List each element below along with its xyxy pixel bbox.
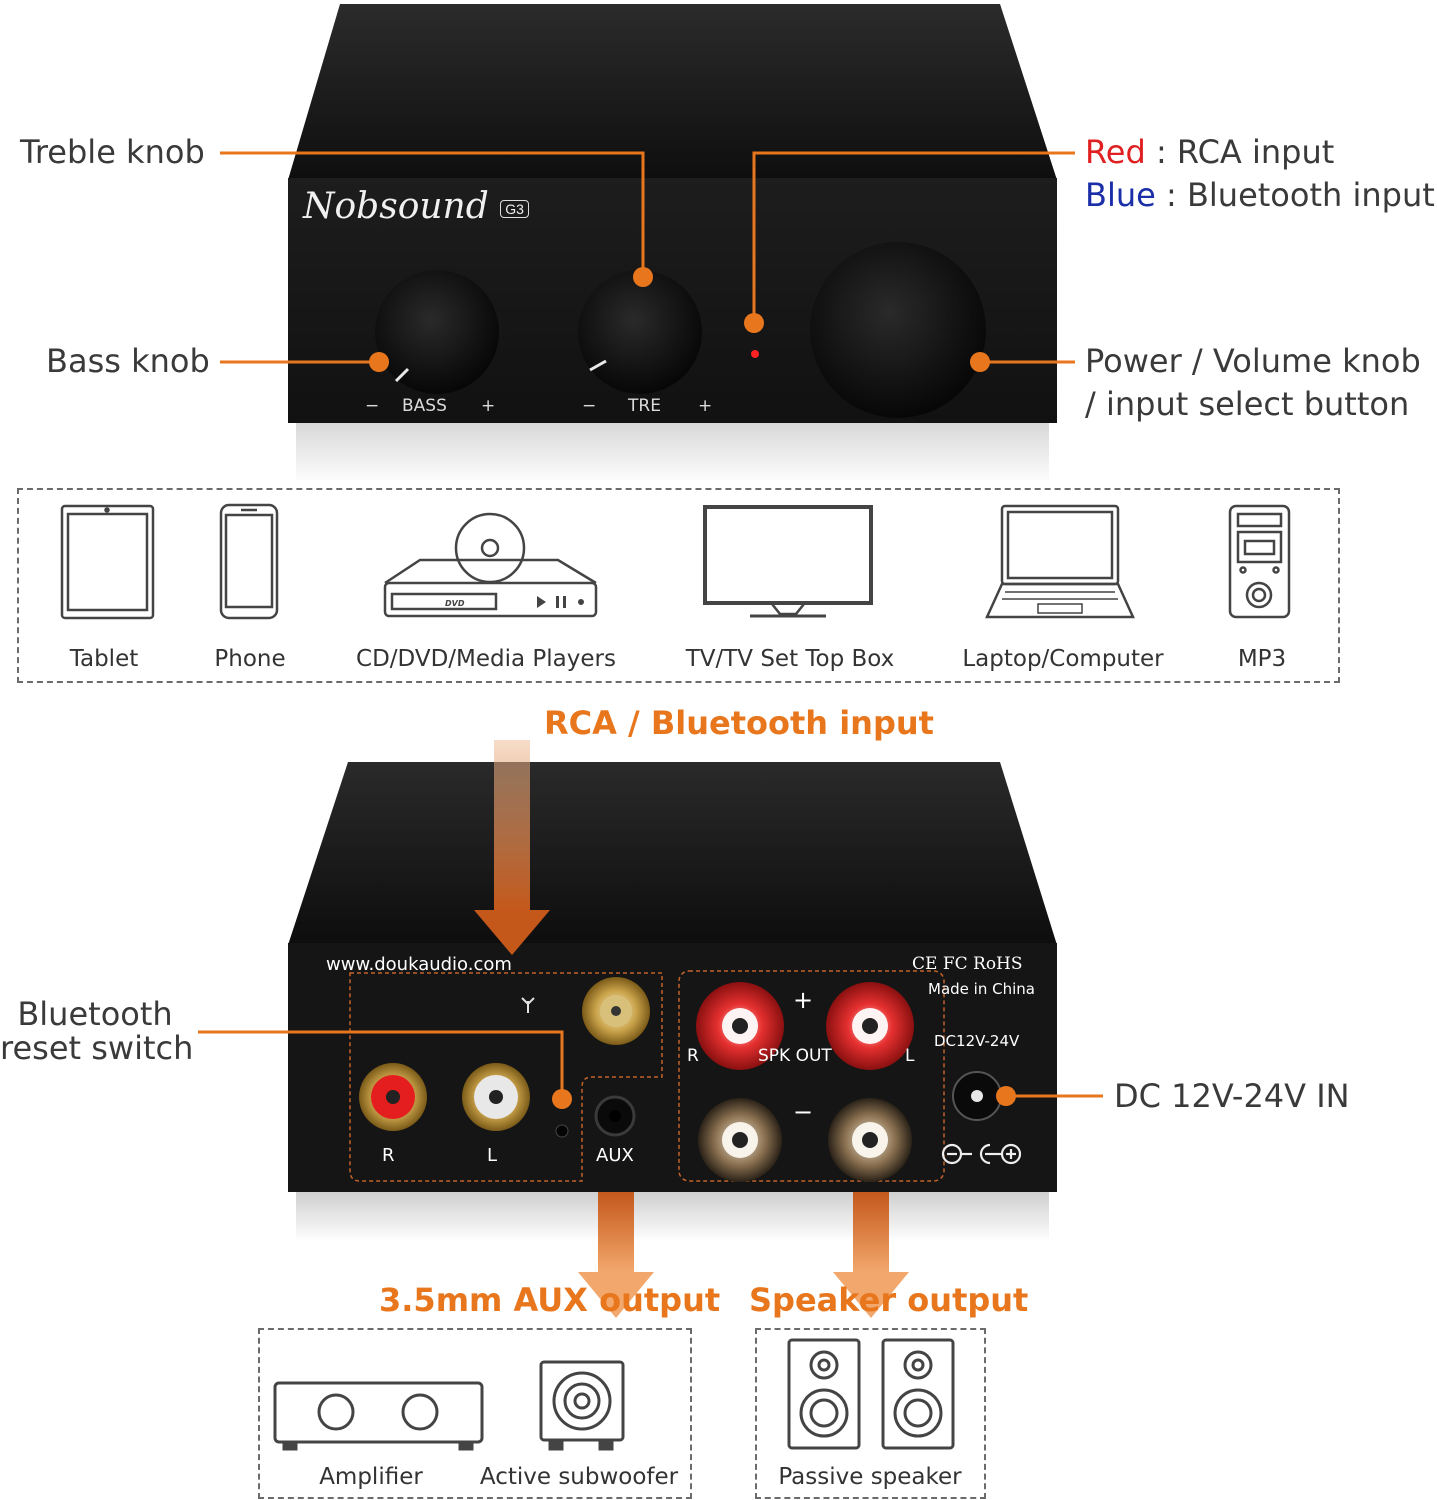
input-led-callout: Red : RCA input Blue : Bluetooth input [1085,131,1435,217]
power-callout-line1: Power / Volume knob [1085,342,1421,380]
laptop-icon [985,504,1135,619]
blue-description: : Bluetooth input [1155,176,1435,215]
aux-label: AUX [596,1145,634,1166]
dc-in-callout: DC 12V-24V IN [1114,1077,1350,1115]
spk-r-label: R [687,1046,699,1066]
spk-out-label: SPK OUT [758,1046,832,1066]
source-label-tablet: Tablet [69,646,139,672]
front-unit-graphic [288,4,1057,480]
rca-r-label: R [382,1145,395,1166]
dvd-player-icon [383,512,598,618]
dvd-text: DVD [445,599,465,608]
front-callout-lines [220,151,1075,372]
spk-l-label: L [905,1046,915,1066]
bass-knob-callout: Bass knob [46,342,210,380]
source-label-laptop: Laptop/Computer [962,646,1164,672]
spk-plus-label: + [793,986,814,1014]
treble-minus-mark: − [582,396,597,416]
brand-logo: Nobsound G3 [303,186,529,227]
red-word: Red [1085,133,1146,171]
bluetooth-reset-callout: Bluetooth reset switch [0,995,194,1067]
made-in-label: Made in China [928,980,1035,998]
passive-speaker-icon [787,1338,955,1450]
speaker-devices-box [755,1328,986,1499]
phone-icon [219,503,279,620]
rca-l-label: L [487,1145,498,1166]
power-callout-line2: / input select button [1085,385,1410,424]
subwoofer-icon [539,1360,625,1451]
source-device-icons: DVD [60,503,1291,620]
source-label-phone: Phone [214,646,286,672]
output-label-passive-speaker: Passive speaker [778,1464,962,1490]
blue-word: Blue [1085,176,1156,215]
speaker-output-title: Speaker output [749,1281,1029,1319]
output-label-amplifier: Amplifier [319,1464,423,1490]
treble-knob-callout: Treble knob [20,133,205,171]
bt-reset-line2: reset switch [0,1028,194,1067]
treble-label: TRE [628,396,661,416]
tv-icon [703,505,873,618]
front-amplifier-unit: Nobsound G3 − BASS + − TRE + [0,0,1437,480]
source-label-media-players: CD/DVD/Media Players [356,646,616,672]
output-label-subwoofer: Active subwoofer [479,1464,679,1490]
power-volume-callout: Power / Volume knob / input select butto… [1085,340,1421,426]
bass-plus-mark: + [481,396,496,416]
input-section-title: RCA / Bluetooth input [544,704,934,742]
tablet-icon [60,504,155,620]
red-description: : RCA input [1145,133,1335,171]
source-label-tv: TV/TV Set Top Box [685,646,895,672]
source-label-mp3: MP3 [1237,646,1287,672]
treble-plus-mark: + [698,396,713,416]
dc-voltage-label: DC12V-24V [934,1032,1020,1050]
spk-minus-label: − [793,1098,814,1126]
bt-reset-line1: Bluetooth [17,995,173,1033]
bass-label: BASS [402,396,447,416]
aux-output-title: 3.5mm AUX output [379,1281,721,1319]
rear-unit-graphic [288,740,1057,1318]
aux-devices-box [258,1328,692,1499]
mp3-player-icon [1228,504,1291,619]
bass-minus-mark: − [365,396,380,416]
certification-marks: CE FC RoHS [912,954,1023,974]
model-badge: G3 [500,200,529,218]
rear-amplifier-unit: www.doukaudio.com CE FC RoHS Made in Chi… [0,740,1437,1320]
source-devices-box [17,488,1340,683]
amplifier-icon [273,1381,484,1451]
website-label: www.doukaudio.com [326,954,512,975]
